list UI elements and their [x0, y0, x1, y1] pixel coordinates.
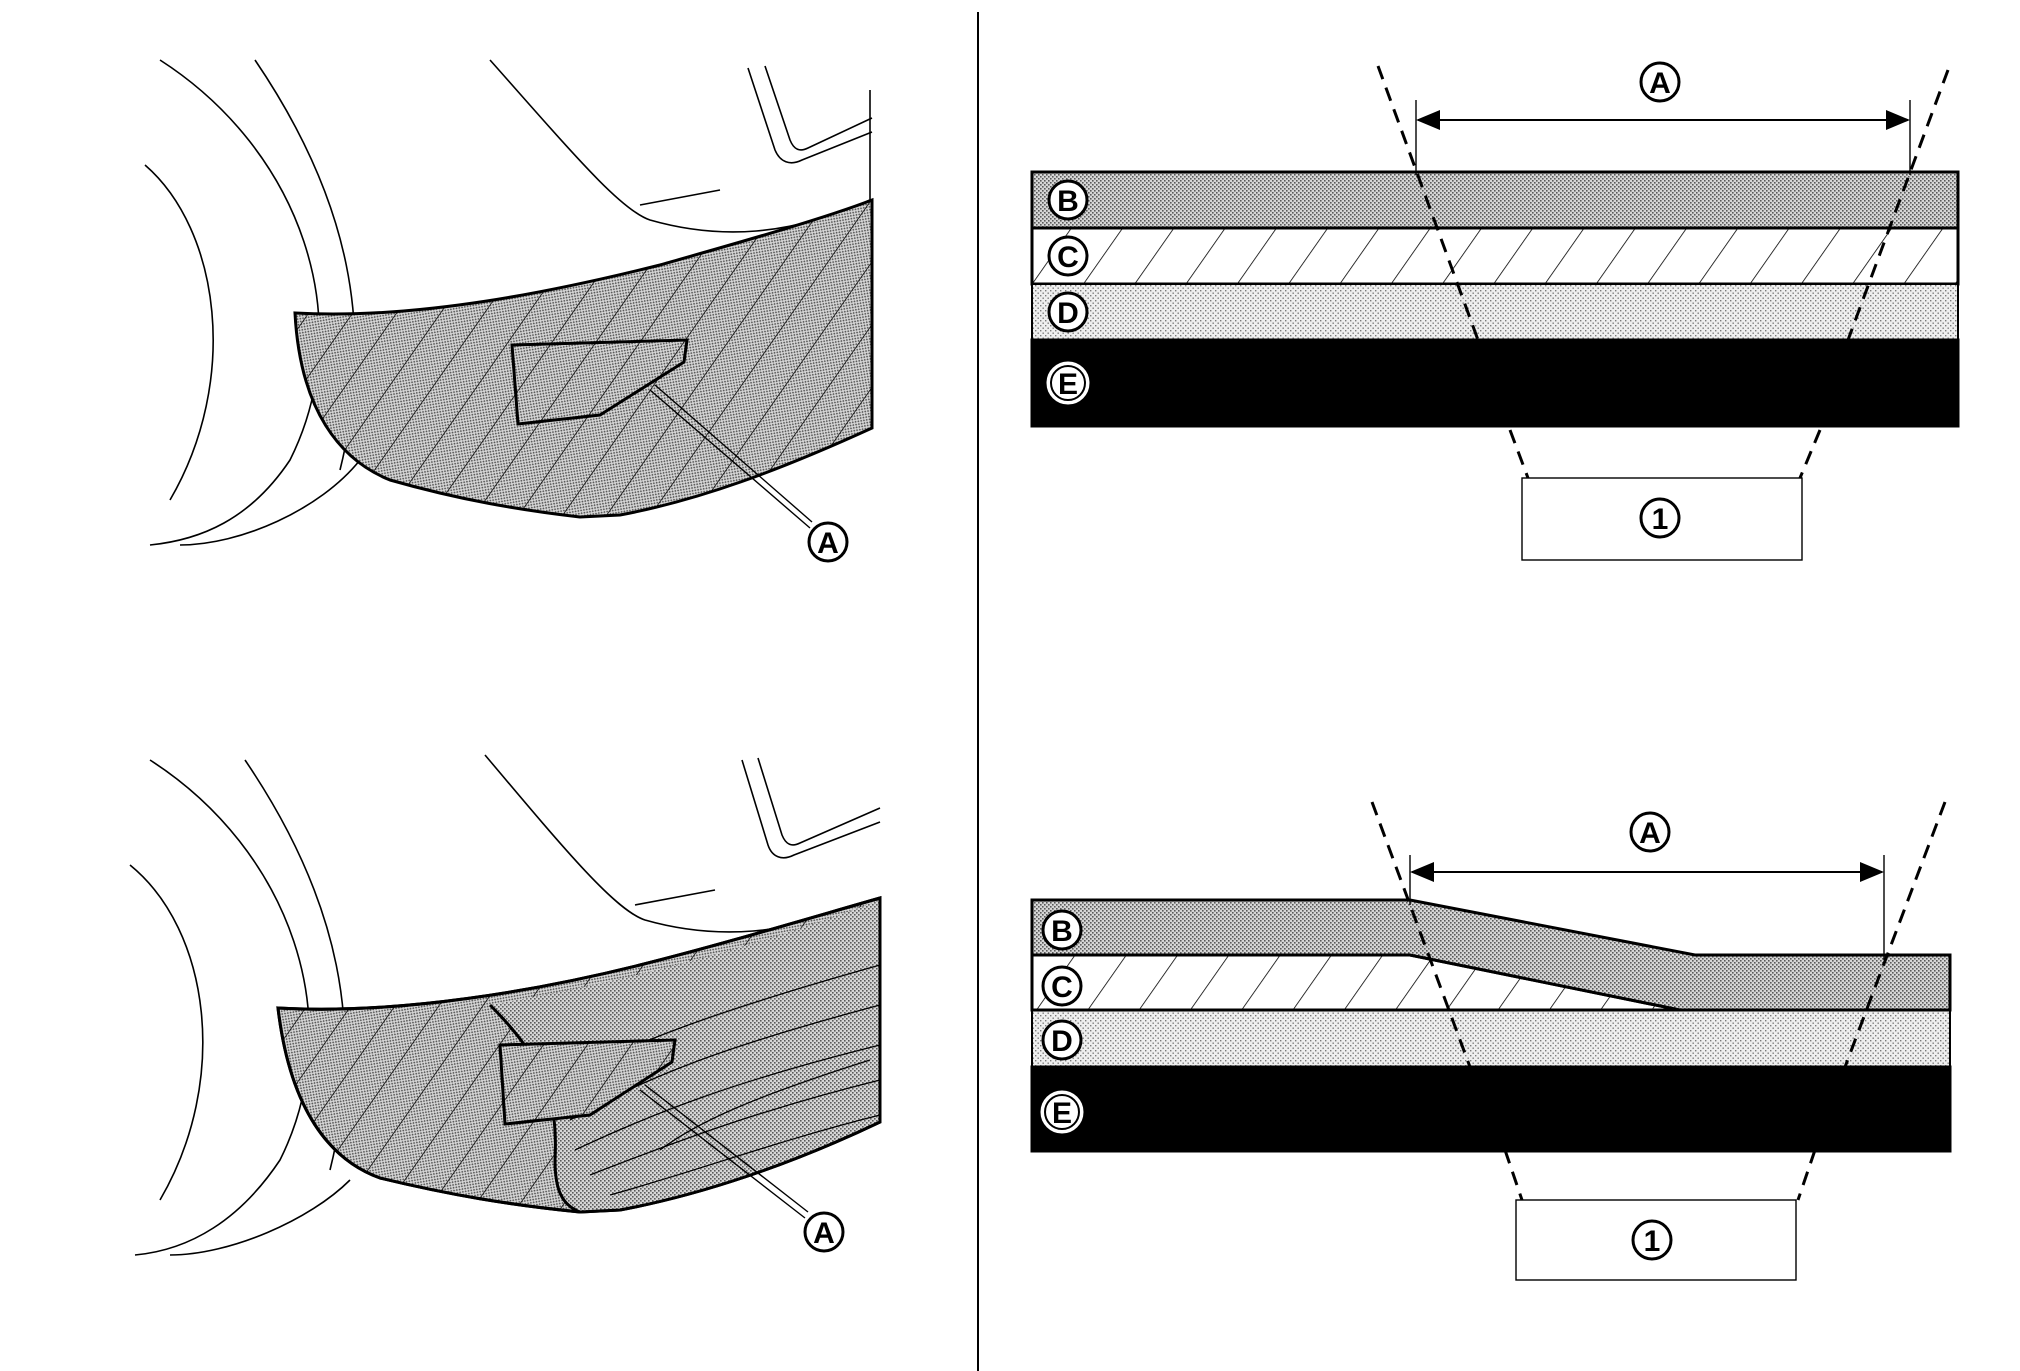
- repair-area: [510, 338, 689, 426]
- svg-text:A: A: [1649, 67, 1671, 100]
- layer-label-b-bottom: B: [1041, 909, 1083, 951]
- svg-text:D: D: [1051, 1025, 1073, 1058]
- svg-text:E: E: [1058, 368, 1078, 401]
- callout-a-bottom-left: A: [803, 1211, 845, 1253]
- layer-label-b-top: B: [1047, 179, 1089, 221]
- repair-area-bottom: [498, 1038, 677, 1126]
- layer-label-e-bottom: E: [1040, 1090, 1084, 1134]
- layer-label-c-top: C: [1047, 235, 1089, 277]
- bumper-illustration-top: A: [144, 59, 874, 563]
- svg-text:1: 1: [1652, 503, 1669, 536]
- callout-a-top-left: A: [807, 521, 849, 563]
- bumper-illustration-bottom: A: [129, 754, 882, 1256]
- svg-text:A: A: [817, 527, 839, 560]
- svg-text:B: B: [1057, 185, 1079, 218]
- svg-text:A: A: [813, 1217, 835, 1250]
- svg-text:D: D: [1057, 297, 1079, 330]
- layer-label-d-top: D: [1047, 291, 1089, 333]
- svg-text:A: A: [1639, 817, 1661, 850]
- layer-label-c-bottom: C: [1041, 965, 1083, 1007]
- svg-text:C: C: [1057, 241, 1079, 274]
- svg-text:E: E: [1052, 1097, 1072, 1130]
- callout-1-top: 1: [1639, 497, 1681, 539]
- layer-label-d-bottom: D: [1041, 1019, 1083, 1061]
- callout-1-bottom: 1: [1631, 1219, 1673, 1261]
- cross-section-bottom: A 1 B C D E: [1030, 801, 1952, 1281]
- callout-a-top-right: A: [1639, 61, 1681, 103]
- layer-label-e-top: E: [1046, 361, 1090, 405]
- svg-text:C: C: [1051, 971, 1073, 1004]
- svg-text:B: B: [1051, 915, 1073, 948]
- cross-section-top: A 1 B C D E: [1030, 61, 1960, 561]
- callout-a-bottom-right: A: [1629, 811, 1671, 853]
- svg-text:1: 1: [1644, 1225, 1661, 1258]
